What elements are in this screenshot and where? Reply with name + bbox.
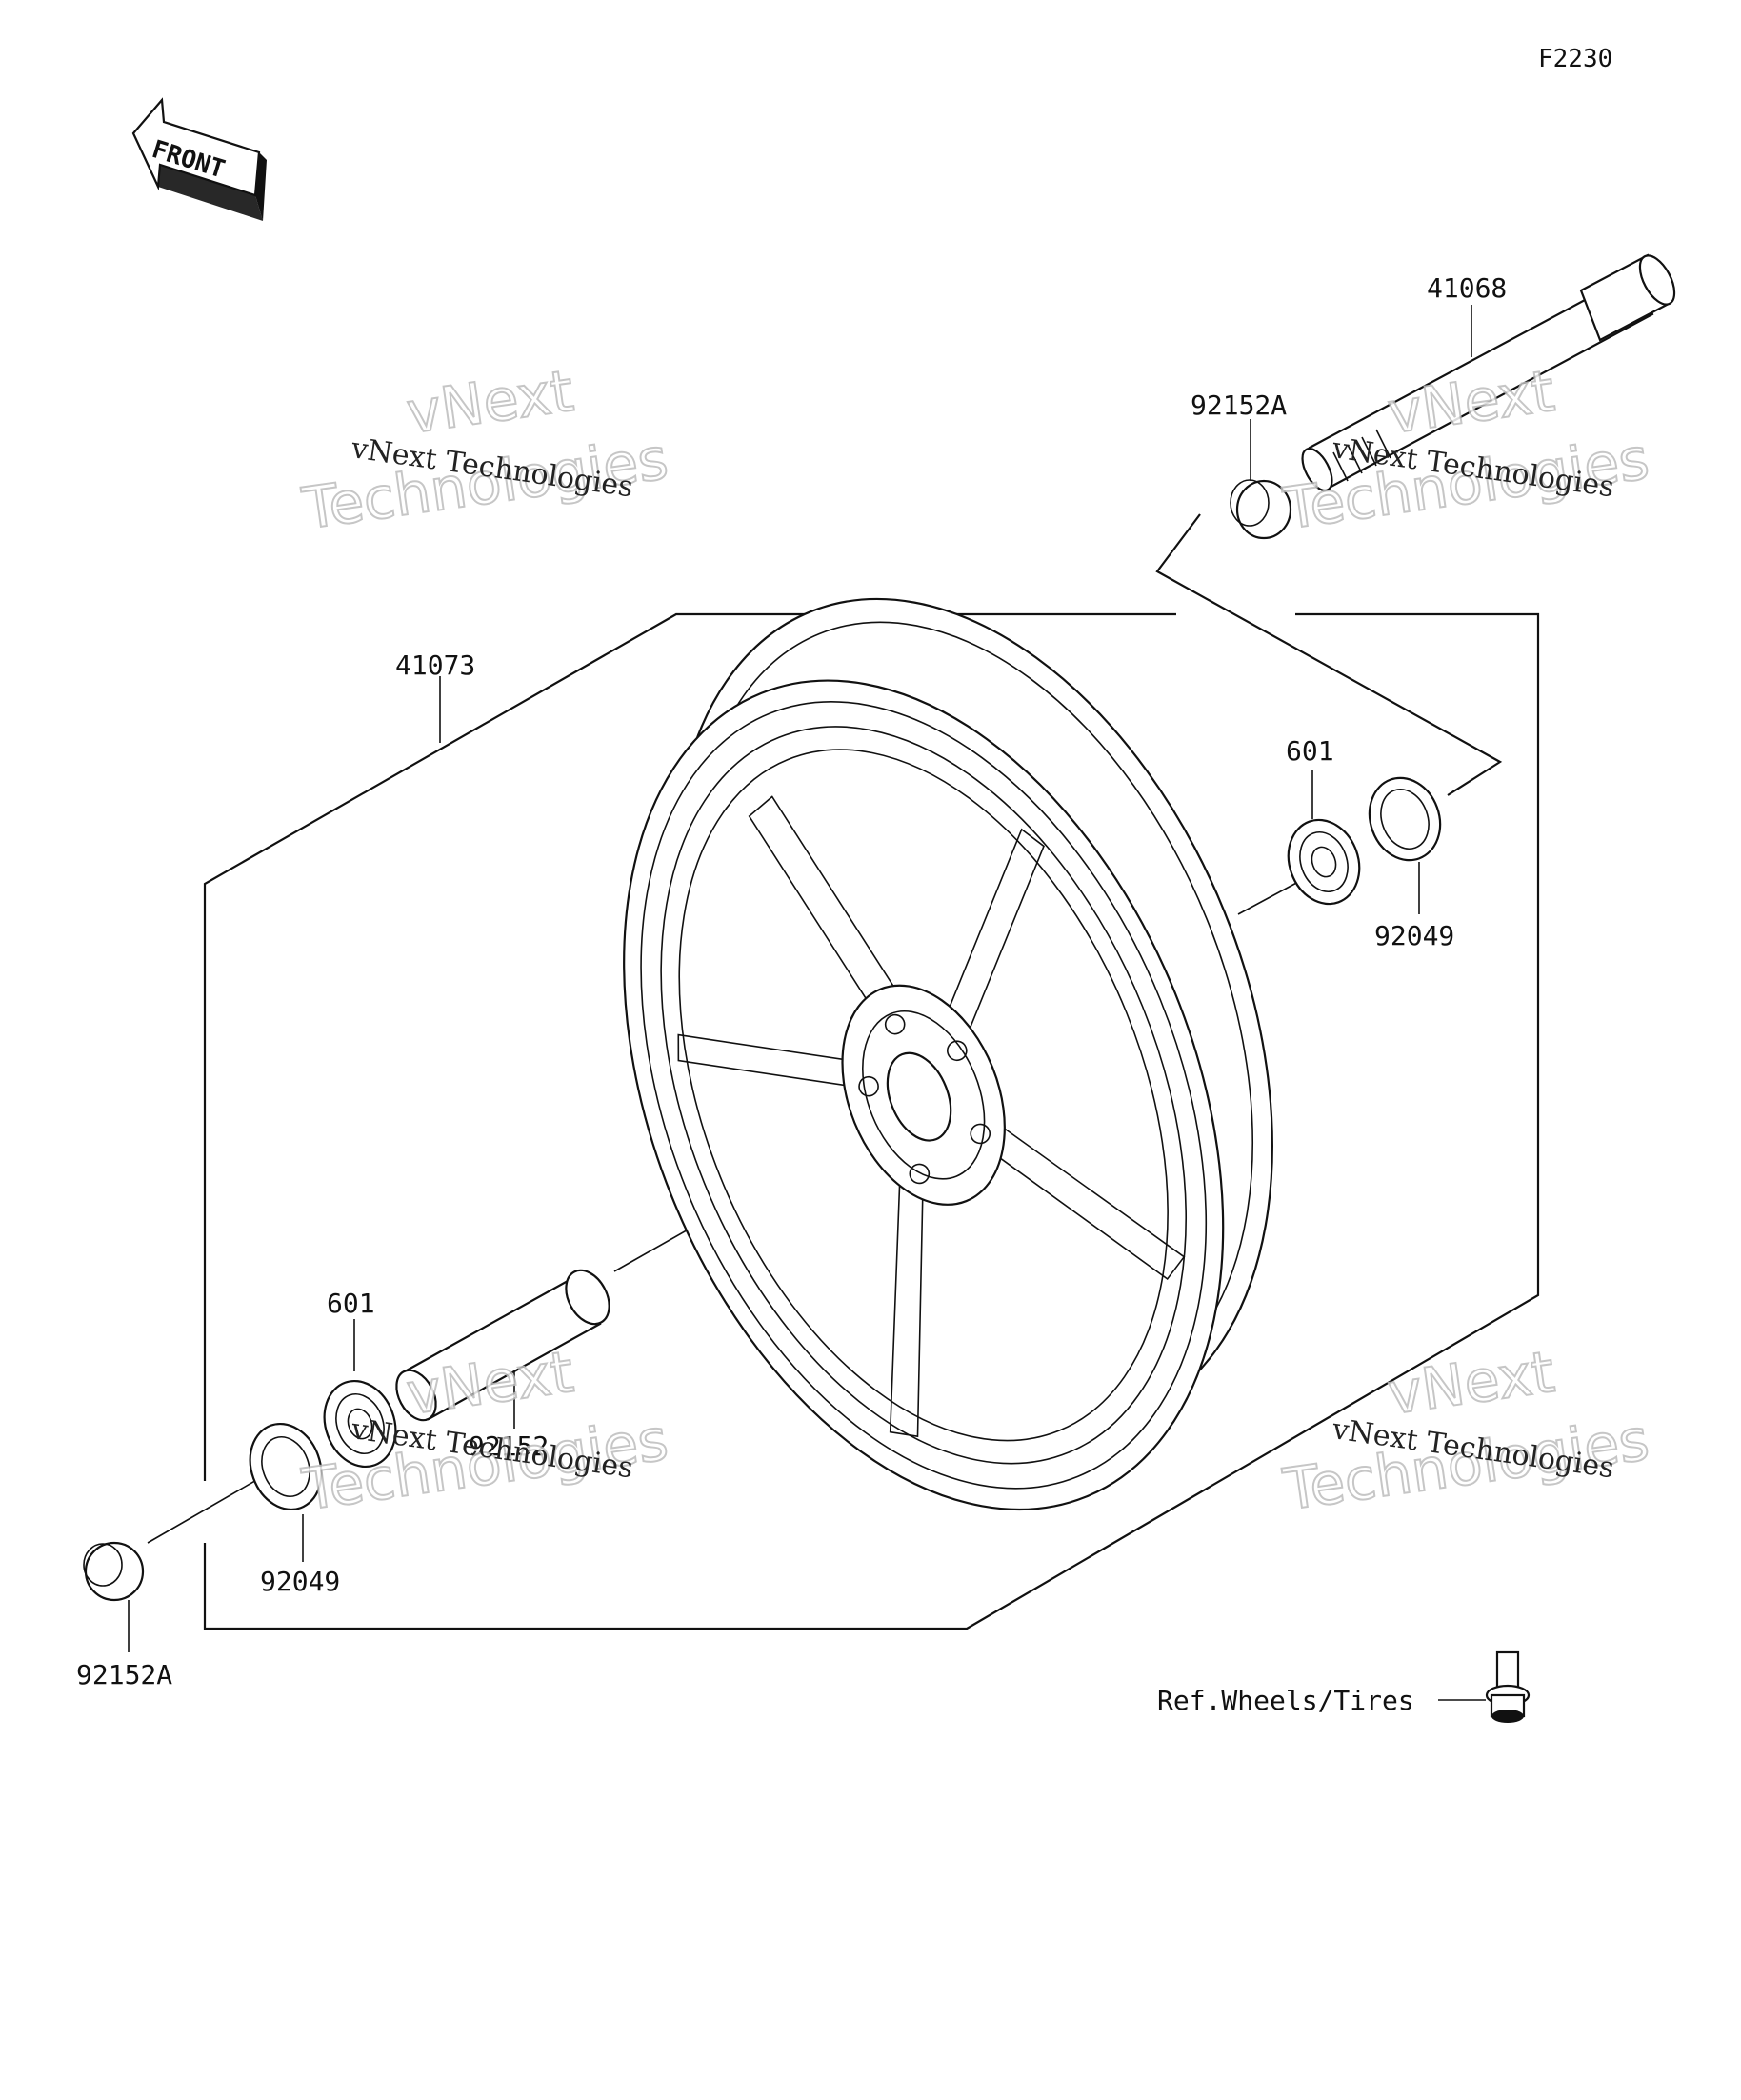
axis-line-right bbox=[1237, 880, 1301, 915]
bearing-left[interactable] bbox=[312, 1370, 407, 1476]
svg-text:vNext: vNext bbox=[403, 358, 577, 448]
svg-text:vNext: vNext bbox=[403, 1339, 577, 1429]
spacer-center[interactable] bbox=[389, 1263, 618, 1427]
valve-stem-icon[interactable] bbox=[1485, 1650, 1531, 1723]
label-bearing-right: 601 bbox=[1286, 735, 1334, 767]
svg-text:vNext: vNext bbox=[1384, 1339, 1558, 1429]
collar-bottom-left[interactable] bbox=[83, 1541, 145, 1602]
axle[interactable] bbox=[1296, 250, 1681, 495]
axle-bracket-outline bbox=[1155, 513, 1503, 796]
front-arrow-icon: FRONT bbox=[131, 97, 267, 221]
wheel-bracket-right bbox=[203, 612, 1540, 1630]
label-spacer-center: 92152 bbox=[469, 1430, 549, 1462]
label-wheel: 41073 bbox=[395, 650, 475, 681]
label-collar-top-right: 92152A bbox=[1191, 390, 1287, 421]
watermark-bottom-right: vNext Technologies vNext Technologies bbox=[1278, 1338, 1653, 1525]
collar-top-right[interactable] bbox=[1230, 479, 1292, 540]
seal-left[interactable] bbox=[238, 1413, 332, 1519]
watermark-top-right: vNext Technologies vNext Technologies bbox=[1278, 357, 1653, 544]
seal-right[interactable] bbox=[1358, 768, 1451, 870]
reference-label: Ref.Wheels/Tires bbox=[1157, 1685, 1414, 1716]
label-seal-right: 92049 bbox=[1374, 920, 1454, 951]
label-seal-left: 92049 bbox=[260, 1566, 340, 1597]
watermark-top-left: vNext Technologies vNext Technologies bbox=[297, 357, 672, 544]
label-collar-bottom-left: 92152A bbox=[76, 1659, 172, 1690]
axis-line-left bbox=[147, 1470, 272, 1544]
bearing-right[interactable] bbox=[1277, 810, 1371, 913]
wheel[interactable] bbox=[489, 510, 1409, 1599]
figure-code: F2230 bbox=[1538, 45, 1612, 73]
svg-text:vNext: vNext bbox=[1384, 358, 1558, 448]
label-axle: 41068 bbox=[1427, 272, 1507, 304]
label-bearing-left: 601 bbox=[327, 1288, 375, 1319]
